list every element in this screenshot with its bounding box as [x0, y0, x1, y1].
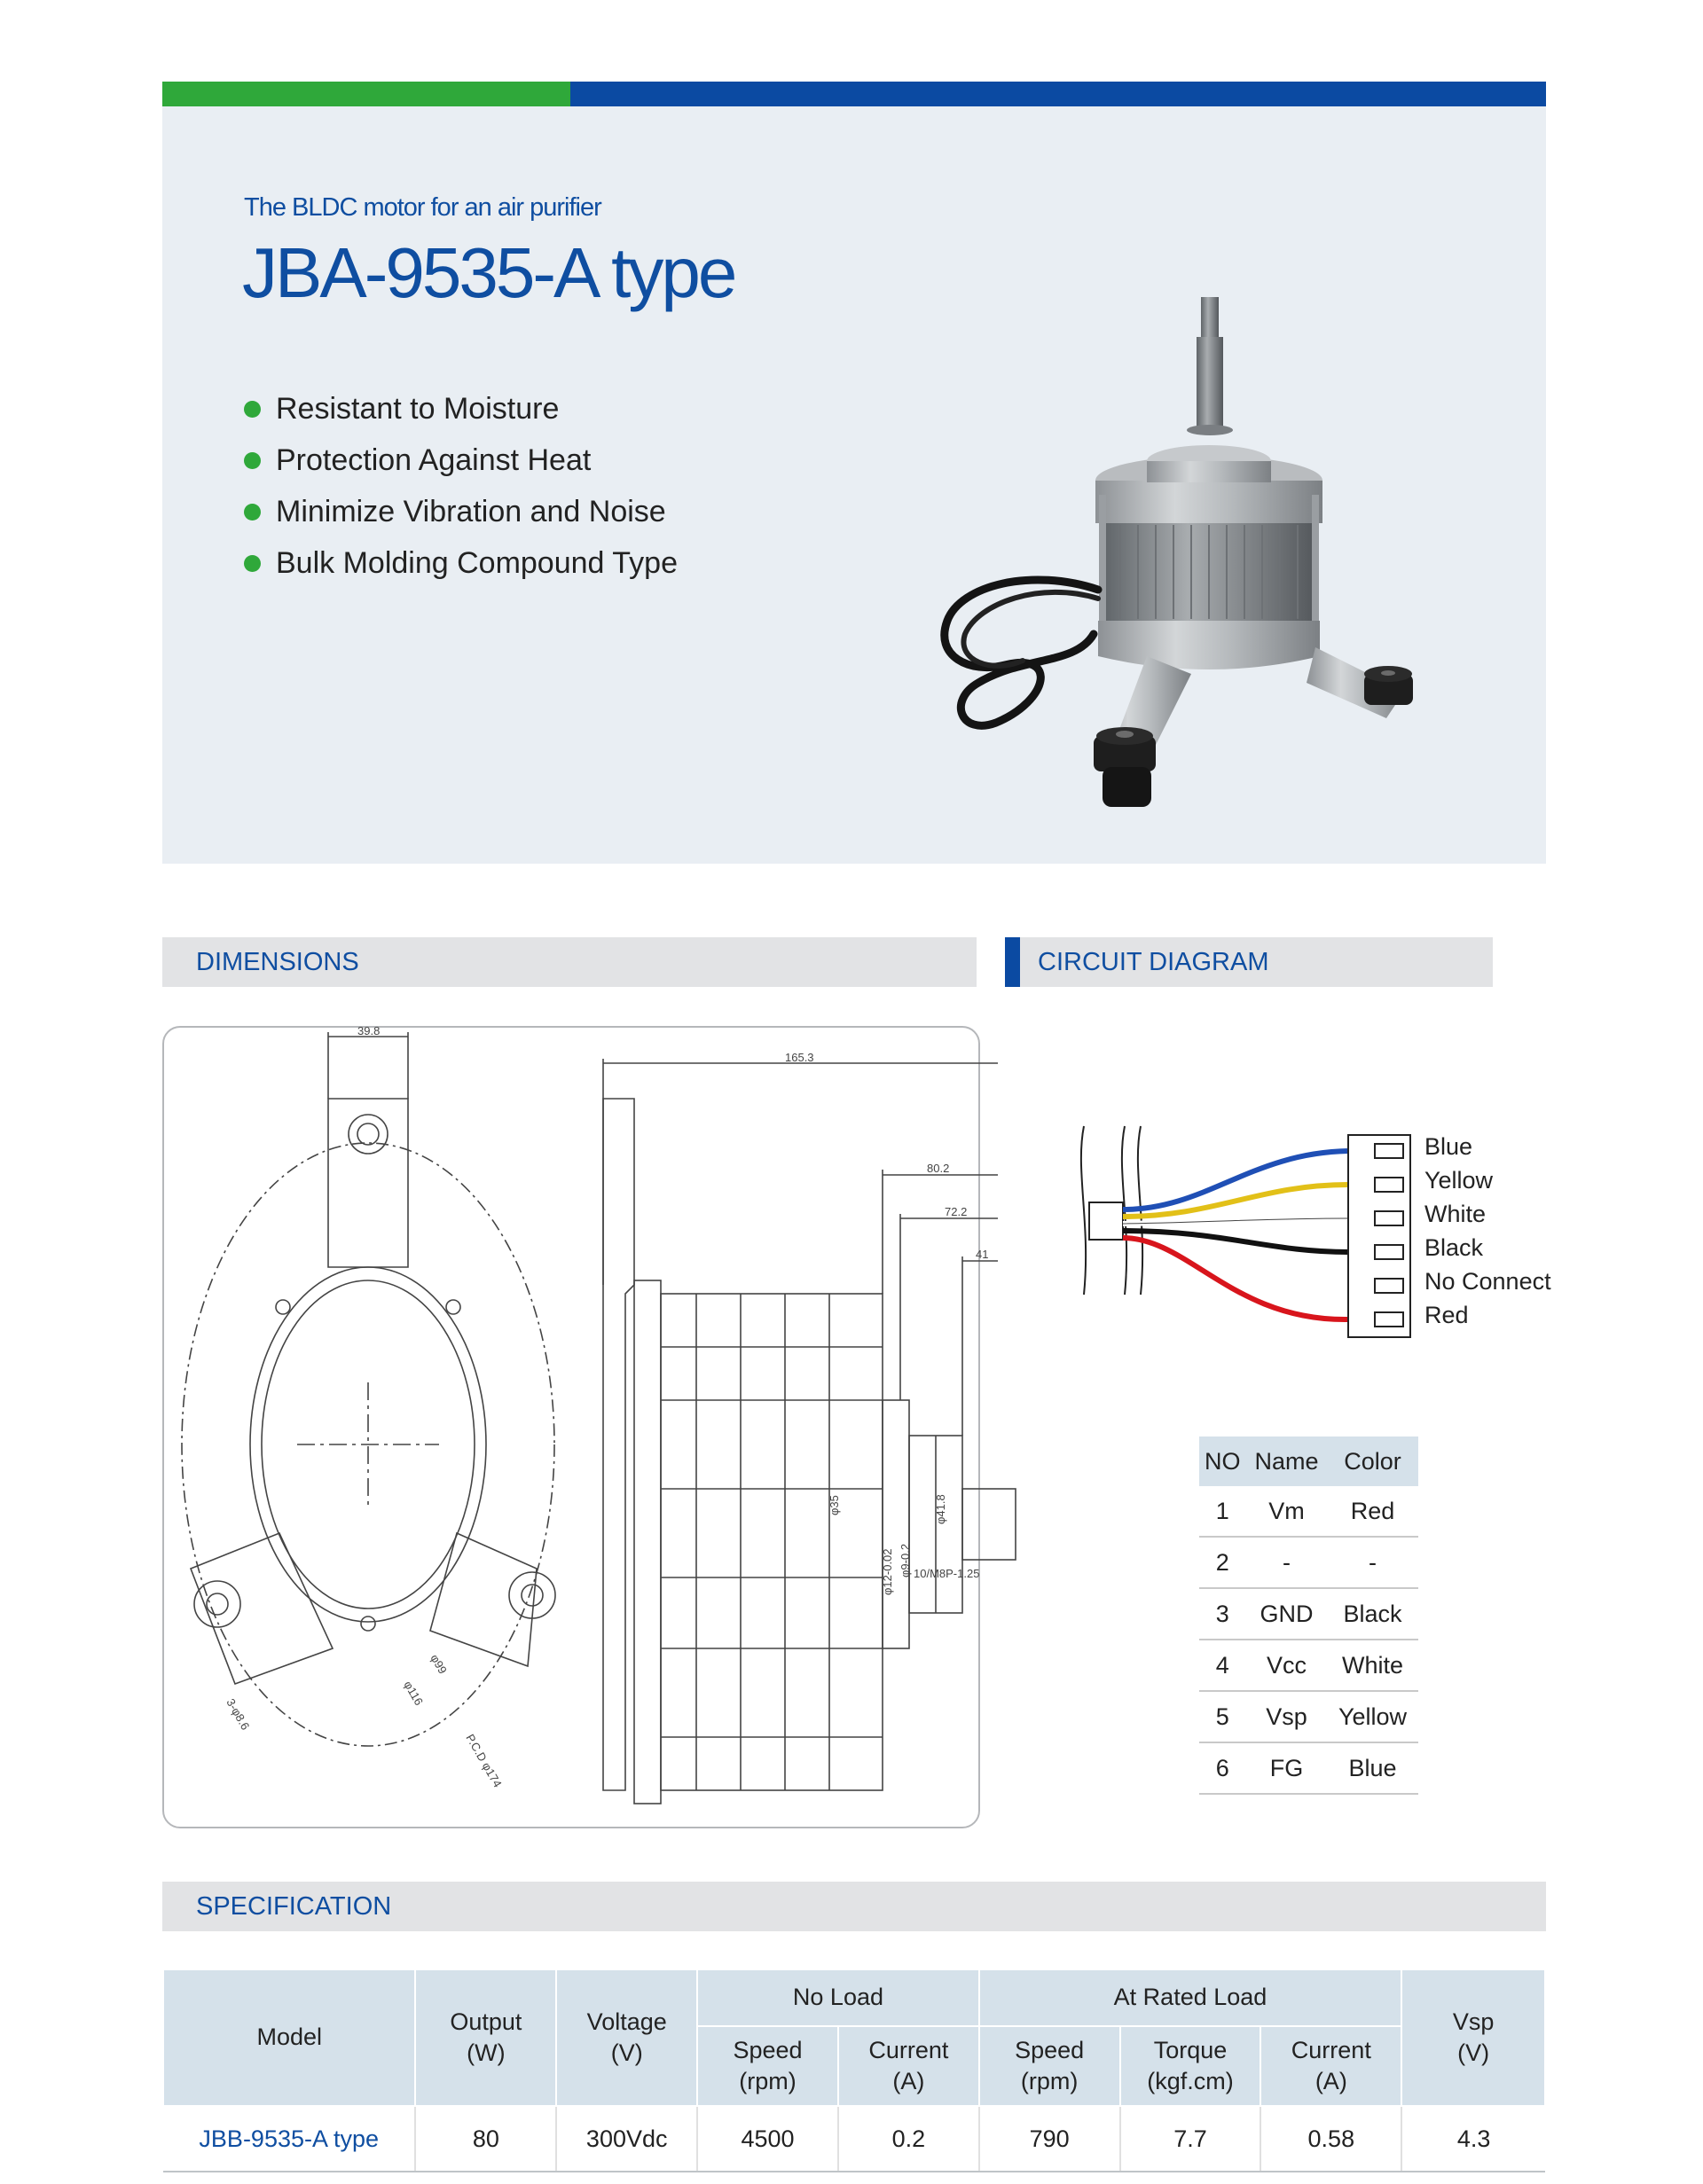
dim-label: 165.3	[785, 1051, 814, 1064]
accent-bar-green	[162, 82, 570, 106]
wire-label-list: Blue Yellow White Black No Connect Red	[1424, 1130, 1551, 1332]
pin-col-no: NO	[1199, 1436, 1246, 1486]
circuit-diagram	[1079, 1125, 1411, 1338]
specification-table: Model Output(W) Voltage(V) No Load At Ra…	[161, 1969, 1546, 2172]
circuit-heading: CIRCUIT DIAGRAM	[1038, 947, 1269, 976]
spec-col-vsp: Vsp(V)	[1401, 1969, 1546, 2107]
dim-label: 72.2	[945, 1205, 967, 1218]
feature-list: Resistant to Moisture Protection Against…	[244, 383, 678, 589]
pin-col-name: Name	[1245, 1436, 1328, 1486]
wire-label: Red	[1424, 1302, 1469, 1328]
product-subtitle: The BLDC motor for an air purifier	[244, 193, 602, 222]
table-row: 2--	[1199, 1537, 1418, 1589]
dimension-drawing-frame: 39.8 165.3 80.2 72.2 41 φ35 φ41.8 φ12-0.…	[162, 1024, 1016, 1828]
dim-label: φ9-0.2	[899, 1544, 912, 1577]
spec-col-nl-speed: Speed(rpm)	[696, 2025, 839, 2107]
feature-item: Minimize Vibration and Noise	[244, 486, 678, 537]
dim-label: 10/M8P-1.25	[914, 1567, 979, 1580]
spec-col-no-load: No Load	[696, 1969, 980, 2027]
wire-label: White	[1424, 1201, 1487, 1227]
dim-label: 41	[976, 1248, 988, 1261]
product-title: JBA-9535-A type	[242, 233, 737, 312]
wire-label: No Connect	[1424, 1268, 1551, 1295]
dim-label: φ12-0.02	[881, 1548, 894, 1595]
bullet-icon	[244, 400, 261, 418]
dim-label: P.C.D φ174	[463, 1732, 504, 1789]
spec-col-rl-speed: Speed(rpm)	[977, 2025, 1121, 2107]
spec-model-cell: JBB-9535-A type	[163, 2106, 417, 2172]
spec-col-rl-current: Current(A)	[1260, 2025, 1403, 2107]
accent-bar-blue	[570, 82, 1546, 106]
dimensions-heading: DIMENSIONS	[196, 947, 359, 976]
table-row: JBB-9535-A type 80 300Vdc 4500 0.2 790 7…	[163, 2106, 1545, 2172]
bullet-icon	[244, 503, 261, 521]
bullet-icon	[244, 451, 261, 469]
wire-label: Black	[1424, 1234, 1484, 1261]
spec-col-model: Model	[161, 1969, 417, 2107]
specification-section-bar: SPECIFICATION	[162, 1882, 1546, 1931]
wire-label: Blue	[1424, 1133, 1473, 1160]
dim-label: φ35	[828, 1495, 841, 1515]
feature-item: Bulk Molding Compound Type	[244, 537, 678, 589]
hero-panel: The BLDC motor for an air purifier JBA-9…	[162, 106, 1546, 864]
dim-label: 3-φ8.6	[224, 1696, 252, 1732]
dim-label: φ116	[401, 1679, 426, 1708]
spec-col-voltage: Voltage(V)	[555, 1969, 699, 2107]
motor-photo	[940, 297, 1413, 807]
spec-col-rated-load: At Rated Load	[977, 1969, 1403, 2027]
wire-label: Yellow	[1424, 1167, 1494, 1194]
bullet-icon	[244, 554, 261, 572]
circuit-section-bar: CIRCUIT DIAGRAM	[1005, 937, 1493, 987]
dim-label: 80.2	[927, 1162, 949, 1175]
feature-item: Resistant to Moisture	[244, 383, 678, 434]
spec-col-nl-current: Current(A)	[836, 2025, 980, 2107]
dim-label: φ41.8	[934, 1494, 947, 1524]
dimensions-section-bar: DIMENSIONS	[162, 937, 977, 987]
pin-table-header: NO Name Color	[1199, 1436, 1418, 1486]
spec-col-rl-torque: Torque(kgf.cm)	[1118, 2025, 1262, 2107]
top-accent-bar	[162, 82, 1546, 106]
specification-heading: SPECIFICATION	[196, 1891, 392, 1921]
dimension-drawing: 39.8 165.3 80.2 72.2 41 φ35 φ41.8 φ12-0.…	[181, 1024, 1016, 1804]
spec-col-output: Output(W)	[414, 1969, 558, 2107]
feature-item: Protection Against Heat	[244, 434, 678, 486]
pin-col-color: Color	[1327, 1436, 1418, 1486]
dim-label: φ99	[428, 1652, 449, 1676]
dim-label: 39.8	[357, 1024, 380, 1037]
